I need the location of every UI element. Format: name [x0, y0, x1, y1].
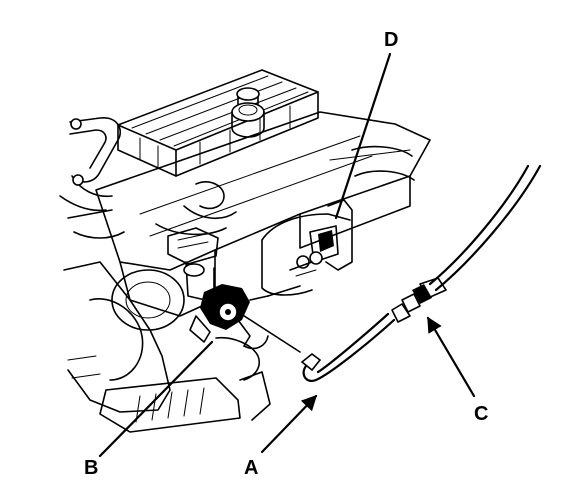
leader-lines	[98, 52, 476, 458]
callout-d: D	[384, 29, 398, 51]
callout-b: B	[84, 457, 98, 479]
valve-cover	[117, 69, 319, 177]
leader-c	[426, 316, 476, 398]
lower-block	[63, 261, 271, 433]
callout-c: C	[474, 403, 488, 425]
cable-bracket	[261, 199, 353, 297]
callout-a: A	[244, 457, 258, 479]
leader-b	[98, 340, 214, 458]
engine-illustration	[59, 69, 431, 433]
throttle-body	[167, 227, 219, 303]
leader-a	[260, 394, 318, 454]
throttle-cable	[237, 164, 542, 382]
oil-filler-cap	[231, 87, 265, 138]
intake-manifold	[95, 111, 431, 317]
leader-d	[334, 52, 392, 220]
hoses	[59, 117, 237, 239]
callout-labels: A B C D	[84, 29, 488, 479]
throttle-linkage	[189, 284, 269, 350]
